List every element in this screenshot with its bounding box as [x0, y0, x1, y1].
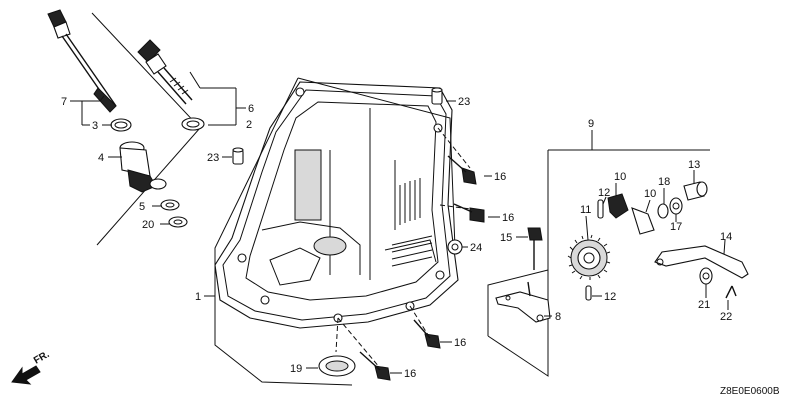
callout-17: 17 — [670, 221, 682, 233]
pin-12-bottom — [585, 285, 592, 301]
callout-14: 14 — [720, 231, 732, 243]
washer-18 — [657, 203, 669, 219]
o-ring-3 — [110, 118, 132, 132]
dowel-pin-23-left — [232, 147, 244, 165]
o-ring-20 — [168, 216, 188, 228]
oil-seal-19 — [318, 355, 356, 377]
washer-21 — [699, 267, 713, 285]
oil-filler-guide — [119, 141, 167, 193]
case-cover-frame — [214, 77, 456, 386]
callout-16c: 16 — [454, 337, 466, 349]
callout-labels: 1 2 3 4 5 6 7 8 9 10 10 11 12 12 13 14 1… — [61, 96, 732, 380]
dowel-pin-23-top — [431, 87, 443, 105]
flange-bolt-16c — [413, 319, 441, 349]
callout-19: 19 — [290, 363, 302, 375]
callout-10a: 10 — [614, 171, 626, 183]
callout-8: 8 — [555, 311, 561, 323]
bolt-15 — [527, 227, 543, 270]
governor-bracket — [495, 281, 551, 323]
washer-5 — [160, 199, 180, 211]
dipstick — [47, 9, 117, 113]
governor-arm-shaft — [654, 245, 749, 279]
callout-10b: 10 — [644, 188, 656, 200]
callout-7: 7 — [61, 96, 67, 108]
governor-gear — [567, 234, 611, 280]
callout-11: 11 — [580, 204, 591, 216]
leader-lines — [70, 71, 729, 374]
callout-13: 13 — [688, 159, 700, 171]
callout-5: 5 — [139, 201, 145, 213]
callout-12b: 12 — [604, 291, 616, 303]
callout-15: 15 — [500, 232, 512, 244]
callout-9: 9 — [588, 118, 594, 130]
washer-24 — [447, 239, 463, 255]
callout-18: 18 — [658, 176, 670, 188]
callout-23b: 23 — [207, 152, 219, 164]
front-direction-arrow: FR. — [11, 349, 52, 385]
callout-16a: 16 — [494, 171, 506, 183]
pin-12-top — [597, 199, 604, 219]
callout-2: 2 — [246, 119, 252, 131]
direction-label: FR. — [32, 349, 52, 367]
cap-thread — [169, 77, 189, 95]
oil-filler-cap — [137, 39, 193, 105]
cooling-fins — [391, 178, 433, 267]
pin-22 — [725, 285, 737, 299]
callout-16b: 16 — [502, 212, 514, 224]
callout-20: 20 — [142, 219, 154, 231]
washer-17 — [669, 197, 683, 215]
arrow-icon — [11, 365, 41, 385]
callout-24: 24 — [470, 242, 482, 254]
flange-bolt-16a — [447, 155, 477, 185]
callout-16d: 16 — [404, 368, 416, 380]
engine-case-cover — [214, 81, 479, 369]
flange-bolt-16b — [453, 203, 485, 223]
diagram-code: Z8E0E0600B — [720, 386, 780, 397]
callout-23a: 23 — [458, 96, 470, 108]
callout-3: 3 — [92, 120, 98, 132]
callout-6: 6 — [248, 103, 254, 115]
callout-22: 22 — [720, 311, 732, 323]
governor-group-frame — [487, 149, 710, 377]
callout-12a: 12 — [598, 187, 610, 199]
callout-1: 1 — [195, 291, 201, 303]
callout-4: 4 — [98, 152, 104, 164]
flange-bolt-16d — [359, 351, 391, 381]
governor-slider — [607, 193, 655, 235]
callout-21: 21 — [698, 299, 710, 311]
o-ring-2 — [181, 117, 205, 131]
collar-13 — [683, 181, 708, 201]
